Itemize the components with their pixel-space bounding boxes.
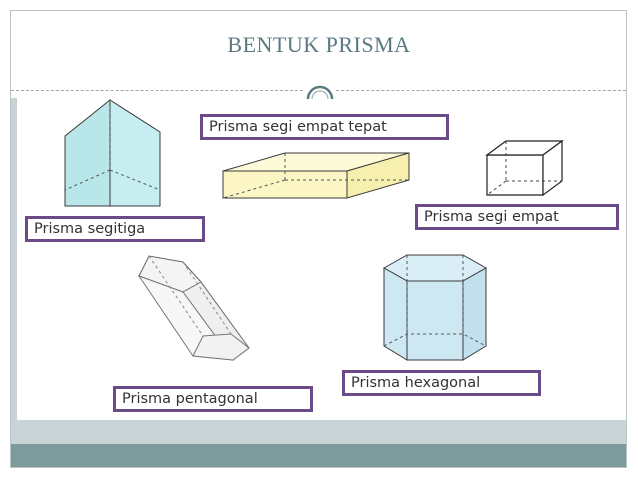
prism-figure: Prisma segitiga Prisma segi empat tepat … <box>17 98 626 420</box>
pentagonal-prism-shape <box>137 255 250 361</box>
label-cuboid-prism: Prisma segi empat tepat <box>200 114 449 140</box>
slide-title: BENTUK PRISMA <box>227 32 411 57</box>
footer-band-light <box>11 420 626 444</box>
label-cube-prism: Prisma segi empat <box>415 204 619 230</box>
left-accent-stripe <box>11 98 17 420</box>
label-pentagonal-prism: Prisma pentagonal <box>113 386 313 412</box>
cube-prism-shape <box>485 139 564 197</box>
hexagonal-prism-shape <box>382 254 488 361</box>
title-divider-left <box>11 90 303 91</box>
footer-band-dark <box>11 444 626 467</box>
circle-ornament-icon <box>306 85 334 99</box>
title-divider-right <box>336 90 626 91</box>
triangular-prism-shape <box>64 98 161 207</box>
label-hexagonal-prism: Prisma hexagonal <box>342 370 541 396</box>
cuboid-prism-shape <box>222 152 410 199</box>
label-triangular-prism: Prisma segitiga <box>25 216 205 242</box>
